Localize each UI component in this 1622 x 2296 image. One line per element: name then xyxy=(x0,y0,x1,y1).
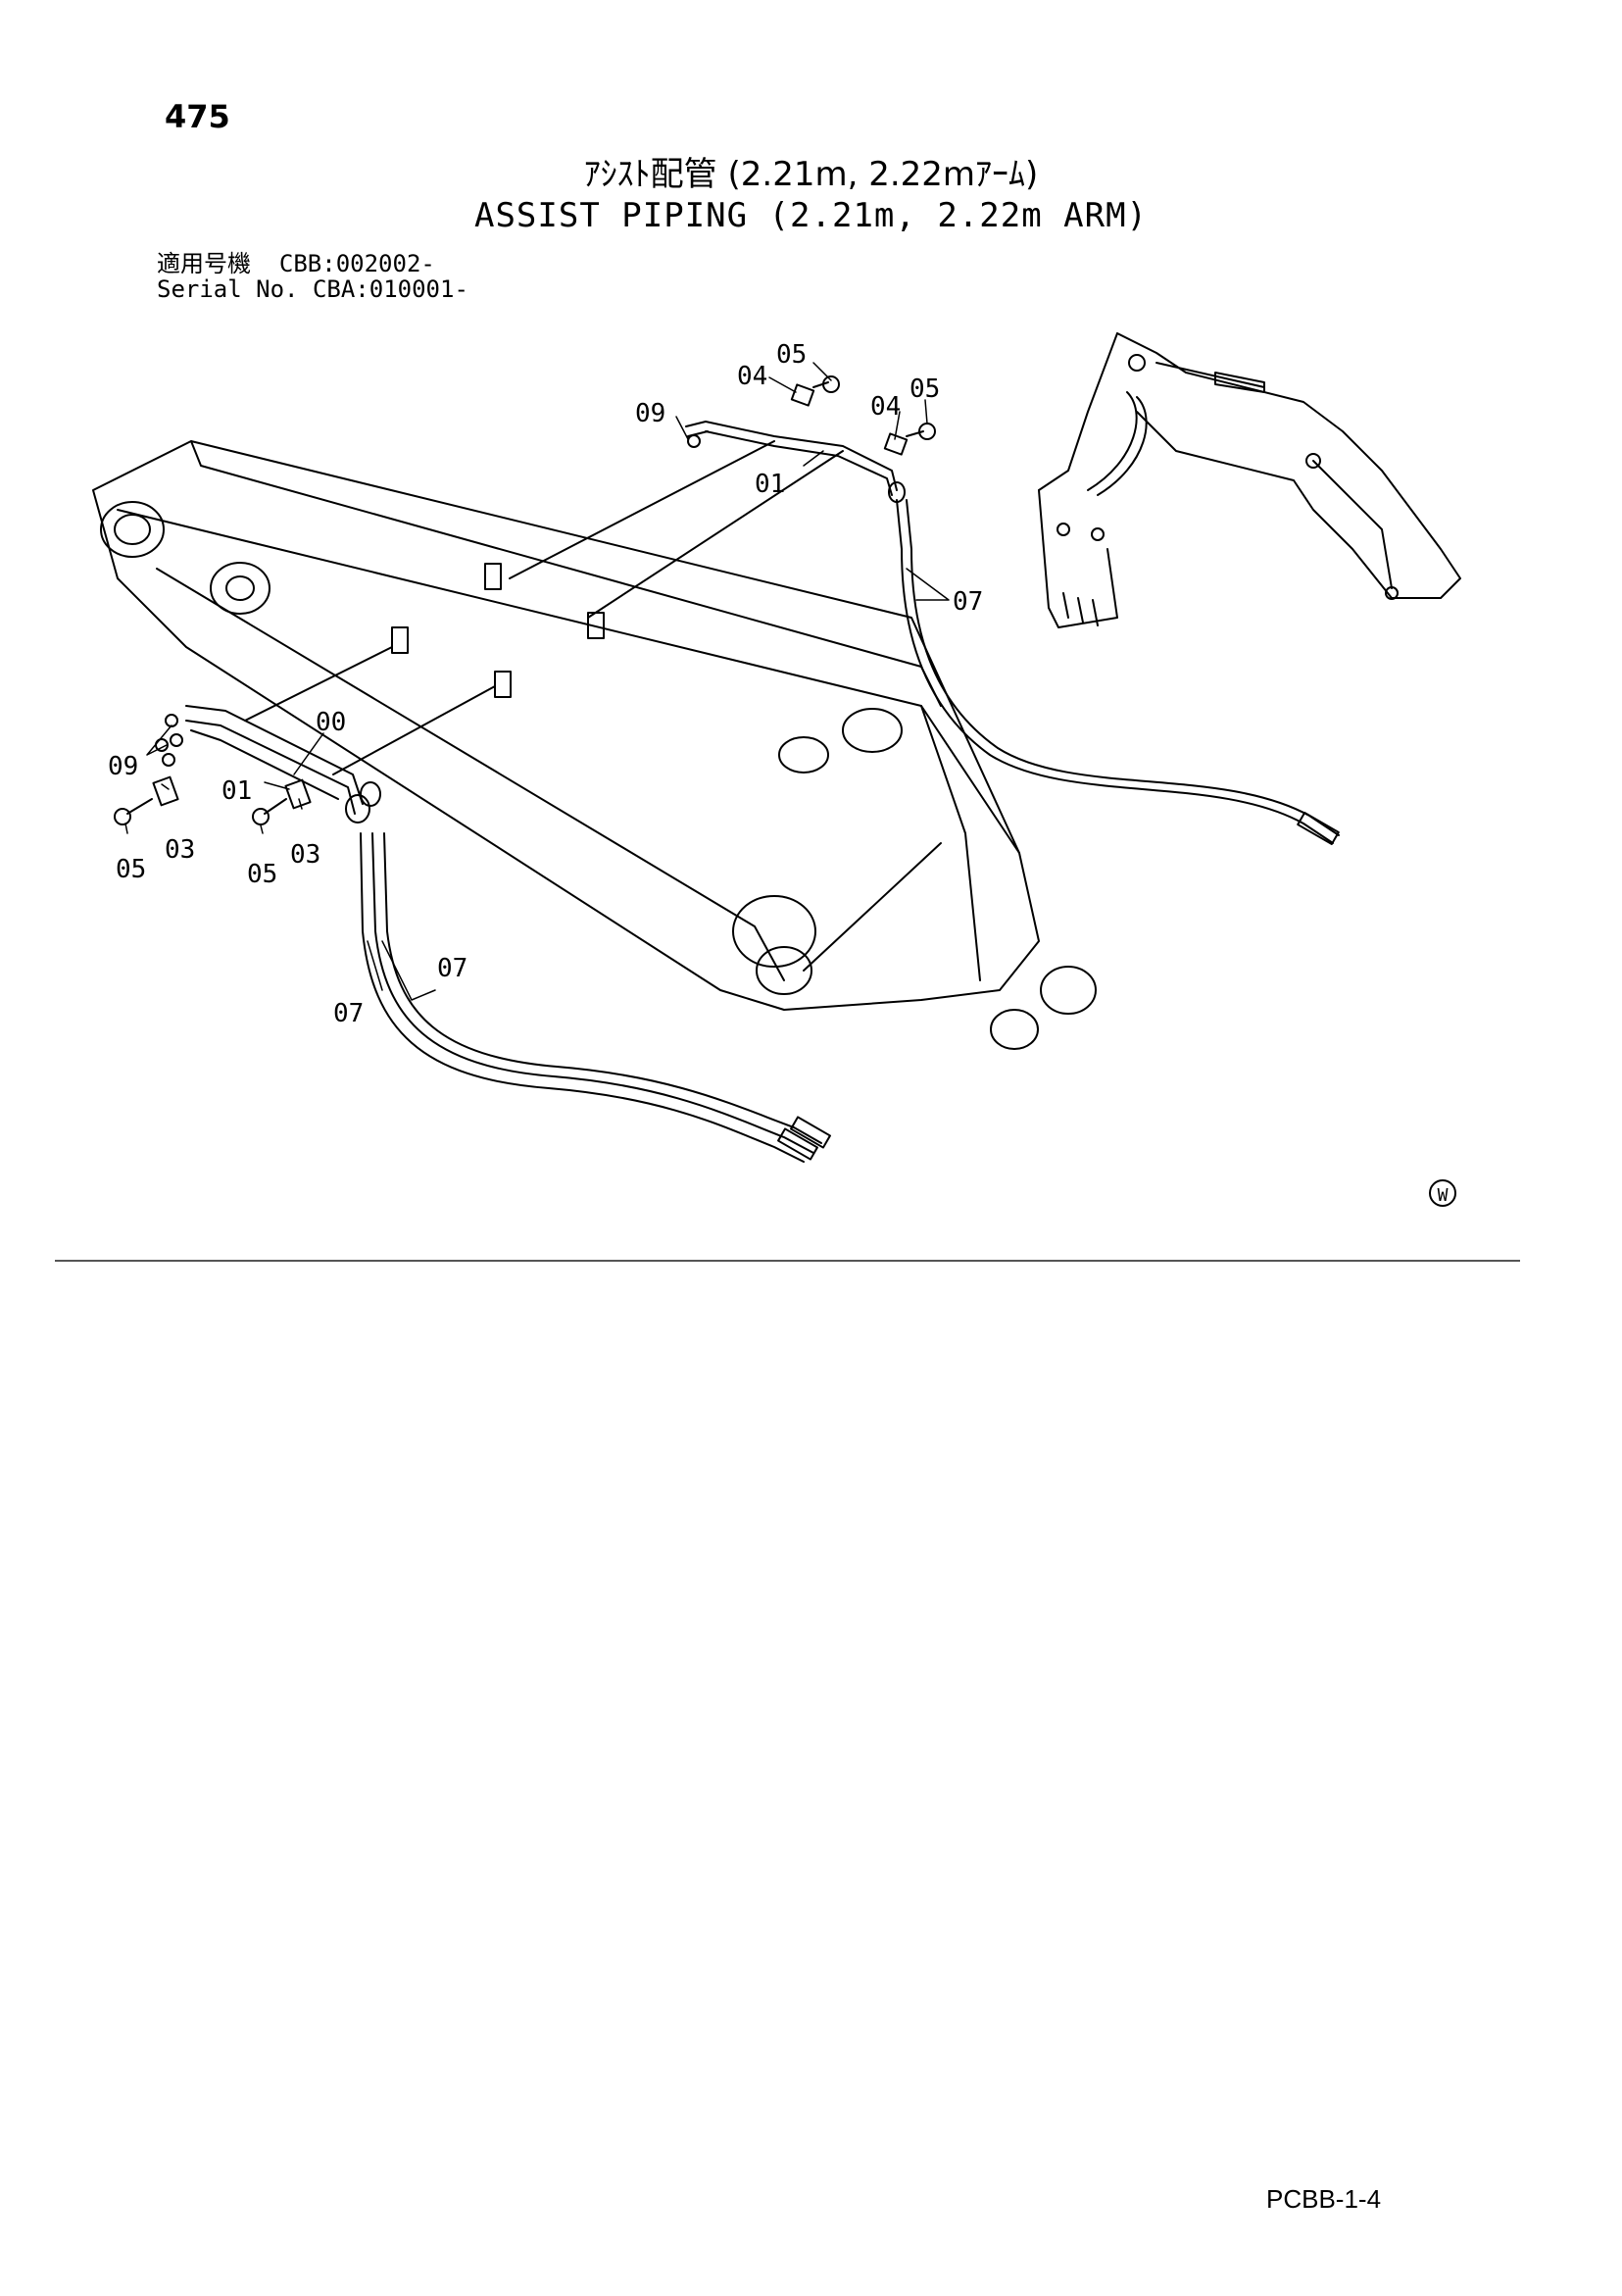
serial-row-1: 適用号機 CBB:002002- xyxy=(157,251,468,276)
page-code: PCBB-1-4 xyxy=(1266,2184,1382,2214)
left-pipes xyxy=(185,646,496,824)
callout-05-b: 05 xyxy=(909,374,940,404)
left-fasteners xyxy=(114,714,312,825)
parts-diagram: 09 04 05 04 05 01 07 00 09 01 05 03 05 0… xyxy=(92,332,1461,1207)
serial-label-jp: 適用号機 xyxy=(157,250,251,277)
top-pipes xyxy=(509,421,906,619)
title-japanese: ｱｼｽﾄ配管 (2.21m, 2.22mｱｰﾑ) xyxy=(583,155,1039,194)
serial-value-2: CBA:010001- xyxy=(312,275,468,303)
callout-03-l1: 03 xyxy=(165,835,195,865)
callout-04-a: 04 xyxy=(737,362,767,391)
machine-inset xyxy=(1038,332,1461,628)
callout-00: 00 xyxy=(316,708,346,737)
serial-row-2: Serial No. CBA:010001- xyxy=(157,276,468,302)
marker-letter: W xyxy=(1438,1185,1449,1206)
callout-07-low-b: 07 xyxy=(333,999,364,1028)
circled-w-marker: W xyxy=(1429,1179,1456,1207)
callout-03-l2: 03 xyxy=(290,840,320,870)
serial-block: 適用号機 CBB:002002- Serial No. CBA:010001- xyxy=(157,251,468,302)
callout-01-top: 01 xyxy=(755,470,785,499)
arm-body xyxy=(92,440,1097,1050)
callout-05-a: 05 xyxy=(776,340,807,370)
callouts: 09 04 05 04 05 01 07 00 09 01 05 03 05 0… xyxy=(108,340,983,1028)
serial-value-1: CBB:002002- xyxy=(278,250,435,277)
page-number: 475 xyxy=(165,98,230,135)
callout-01-left: 01 xyxy=(221,776,252,806)
callout-09-top: 09 xyxy=(635,399,665,428)
leader-lines xyxy=(124,362,950,1001)
callout-05-l1: 05 xyxy=(116,855,146,884)
callout-07-right: 07 xyxy=(953,587,983,617)
serial-label-en: Serial No. xyxy=(157,275,299,303)
callout-07-low-a: 07 xyxy=(437,954,467,983)
title-english: ASSIST PIPING (2.21m, 2.22m ARM) xyxy=(473,196,1149,235)
callout-09-left: 09 xyxy=(108,752,138,781)
callout-04-b: 04 xyxy=(870,392,901,422)
callout-05-l2: 05 xyxy=(247,860,277,889)
hose-right xyxy=(896,499,1340,846)
separator-line xyxy=(55,1260,1520,1262)
hoses-lower xyxy=(360,832,831,1163)
